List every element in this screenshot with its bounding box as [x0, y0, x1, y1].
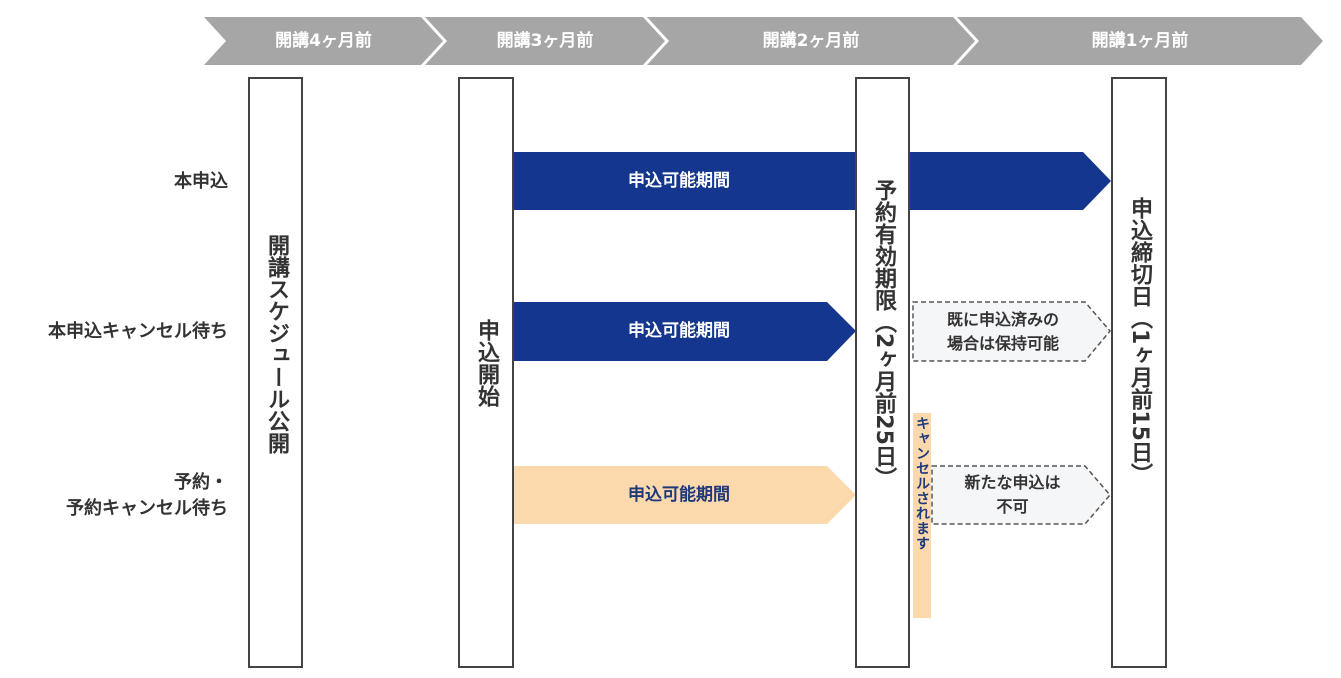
pillar-application-start: 申込開始: [458, 77, 514, 668]
phase-label-1-month: 開講1ヶ月前: [1091, 31, 1189, 51]
pillar-reservation-valid-label: 予約有効期限（2ヶ月前25日）: [871, 179, 896, 489]
reserve-bar-label: 申込可能期間: [628, 485, 730, 505]
phase-arrow-3: [647, 17, 975, 65]
row-label-main: 本申込: [174, 171, 228, 192]
note-keep-shape: [912, 301, 1111, 362]
phase-arrow-2: [425, 17, 665, 65]
pillar-schedule-publish-label: 開講スケジュール公開: [264, 234, 289, 454]
phase-label-4-months: 開講4ヶ月前: [275, 31, 372, 51]
pillar-schedule-publish: 開講スケジュール公開: [248, 77, 303, 668]
row-label-main-cancel-wait: 本申込キャンセル待ち: [48, 321, 228, 342]
pillar-reservation-valid: 予約有効期限（2ヶ月前25日）: [855, 77, 910, 668]
note-keep-line2: 場合は保持可能: [946, 334, 1059, 353]
pillar-application-start-label: 申込開始: [474, 319, 499, 407]
note-no-new: 新たな申込は 不可: [935, 471, 1090, 519]
phase-label-2-months: 開講2ヶ月前: [762, 31, 860, 51]
reserve-bar: [514, 466, 856, 524]
main-cancel-wait-bar-label: 申込可能期間: [628, 321, 730, 341]
note-no-new-line1: 新たな申込は: [964, 473, 1061, 492]
row-label-reserve-line1: 予約・: [174, 472, 228, 493]
phase-label-3-months: 開講3ヶ月前: [496, 31, 594, 51]
note-keep-line1: 既に申込済みの: [946, 310, 1059, 329]
note-keep: 既に申込済みの 場合は保持可能: [918, 308, 1088, 356]
main-cancel-wait-bar: [514, 302, 856, 361]
note-no-new-shape: [931, 465, 1111, 525]
phase-arrow-1: [204, 17, 443, 65]
main-bar-left: [514, 152, 856, 210]
main-bar-right: [909, 152, 1111, 210]
pillar-application-deadline: 申込締切日（1ヶ月前15日）: [1111, 77, 1167, 668]
cancel-tag-label: キャンセルされます: [914, 416, 930, 551]
note-no-new-line2: 不可: [996, 497, 1029, 516]
cancel-tag: [913, 413, 931, 618]
main-bar-label: 申込可能期間: [628, 171, 730, 191]
phase-arrow-4: [957, 17, 1323, 65]
pillar-application-deadline-label: 申込締切日（1ヶ月前15日）: [1127, 197, 1152, 485]
row-label-reserve-line2: 予約キャンセル待ち: [66, 498, 228, 519]
